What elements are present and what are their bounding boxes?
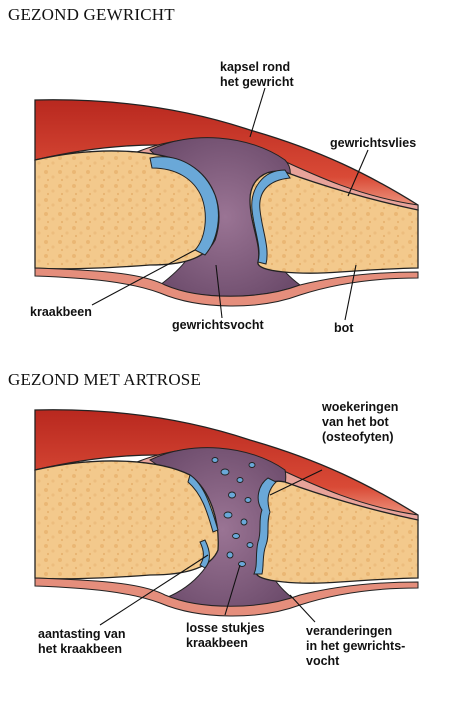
left-bone: [34, 150, 220, 270]
label-membrane: gewrichtsvlies: [330, 136, 417, 150]
lower-capsule: [34, 577, 419, 617]
label-cartilage-damage: aantasting van het kraakbeen: [38, 627, 126, 656]
loose-cartilage-pieces: [211, 457, 256, 567]
healthy-joint-illustration: [34, 87, 419, 321]
leader-lines: [99, 469, 323, 626]
label-loose-cartilage: losse stukjes kraakbeen: [186, 621, 265, 650]
label-fluid-change: veranderingen in het gewrichts- vocht: [306, 624, 406, 668]
lower-capsule: [34, 267, 419, 307]
left-cartilage-damaged: [187, 474, 219, 569]
leader-lines: [91, 87, 369, 321]
label-capsule: kapsel rond het gewricht: [220, 60, 294, 89]
label-bone: bot: [334, 321, 354, 335]
panel-title-arthrosis: GEZOND MET ARTROSE: [8, 370, 202, 389]
arthrosis-joint-illustration: [34, 409, 419, 626]
label-fluid: gewrichtsvocht: [172, 318, 264, 332]
right-cartilage: [251, 169, 291, 265]
label-cartilage: kraakbeen: [30, 305, 92, 319]
osteophytes: [253, 477, 277, 575]
healthy-joint-diagram: [0, 0, 450, 360]
right-bone: [249, 170, 419, 274]
panel-title-healthy: GEZOND GEWRICHT: [8, 5, 175, 24]
arthrosis-joint-diagram: [0, 360, 450, 722]
label-osteophytes: woekeringen van het bot (osteofyten): [322, 400, 399, 444]
left-bone: [34, 460, 219, 580]
left-cartilage: [149, 156, 219, 256]
